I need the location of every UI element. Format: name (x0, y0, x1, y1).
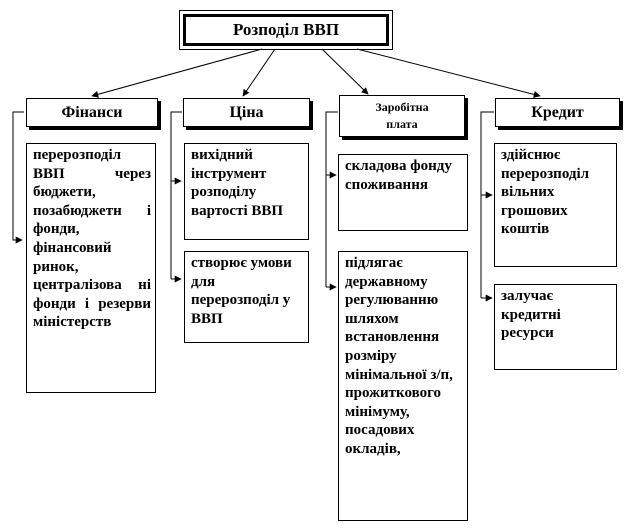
credit-item-1: здійснює перерозподіл вільних грошових к… (494, 143, 617, 267)
header-price-label: Ціна (229, 103, 264, 121)
header-credit: Кредит (495, 98, 620, 127)
header-finance: Фінанси (26, 98, 158, 127)
bracket-price (170, 111, 182, 279)
header-salary-label: Заробітна плата (375, 100, 429, 131)
price-item-2: створює умови для перерозподіл у ВВП (184, 251, 309, 343)
credit-item-2: залучає кредитні ресурси (494, 284, 617, 370)
header-credit-label: Кредит (531, 103, 584, 121)
bracket-credit (480, 111, 494, 298)
arrow-title-to-finance (91, 48, 263, 98)
arrow-title-to-credit (356, 48, 541, 98)
salary-item-1: складова фонду споживання (338, 154, 468, 231)
header-salary: Заробітна плата (339, 95, 465, 137)
bracket-salary (325, 111, 338, 287)
salary-item-2: підлягає державному регулюванню шляхом в… (338, 251, 468, 521)
diagram-title: Розподіл ВВП (232, 20, 340, 39)
arrow-title-to-price (242, 48, 276, 97)
finance-item-1: перерозподіл ВВП через бюджети, позабюдж… (26, 143, 156, 393)
price-item-1: вихідний інструмент розподілу вартості В… (184, 143, 309, 240)
bracket-finance (12, 111, 24, 244)
header-finance-label: Фінанси (61, 103, 123, 121)
title-box: Розподіл ВВП (179, 10, 393, 50)
header-price: Ціна (183, 98, 310, 127)
arrow-title-to-salary (321, 48, 369, 95)
